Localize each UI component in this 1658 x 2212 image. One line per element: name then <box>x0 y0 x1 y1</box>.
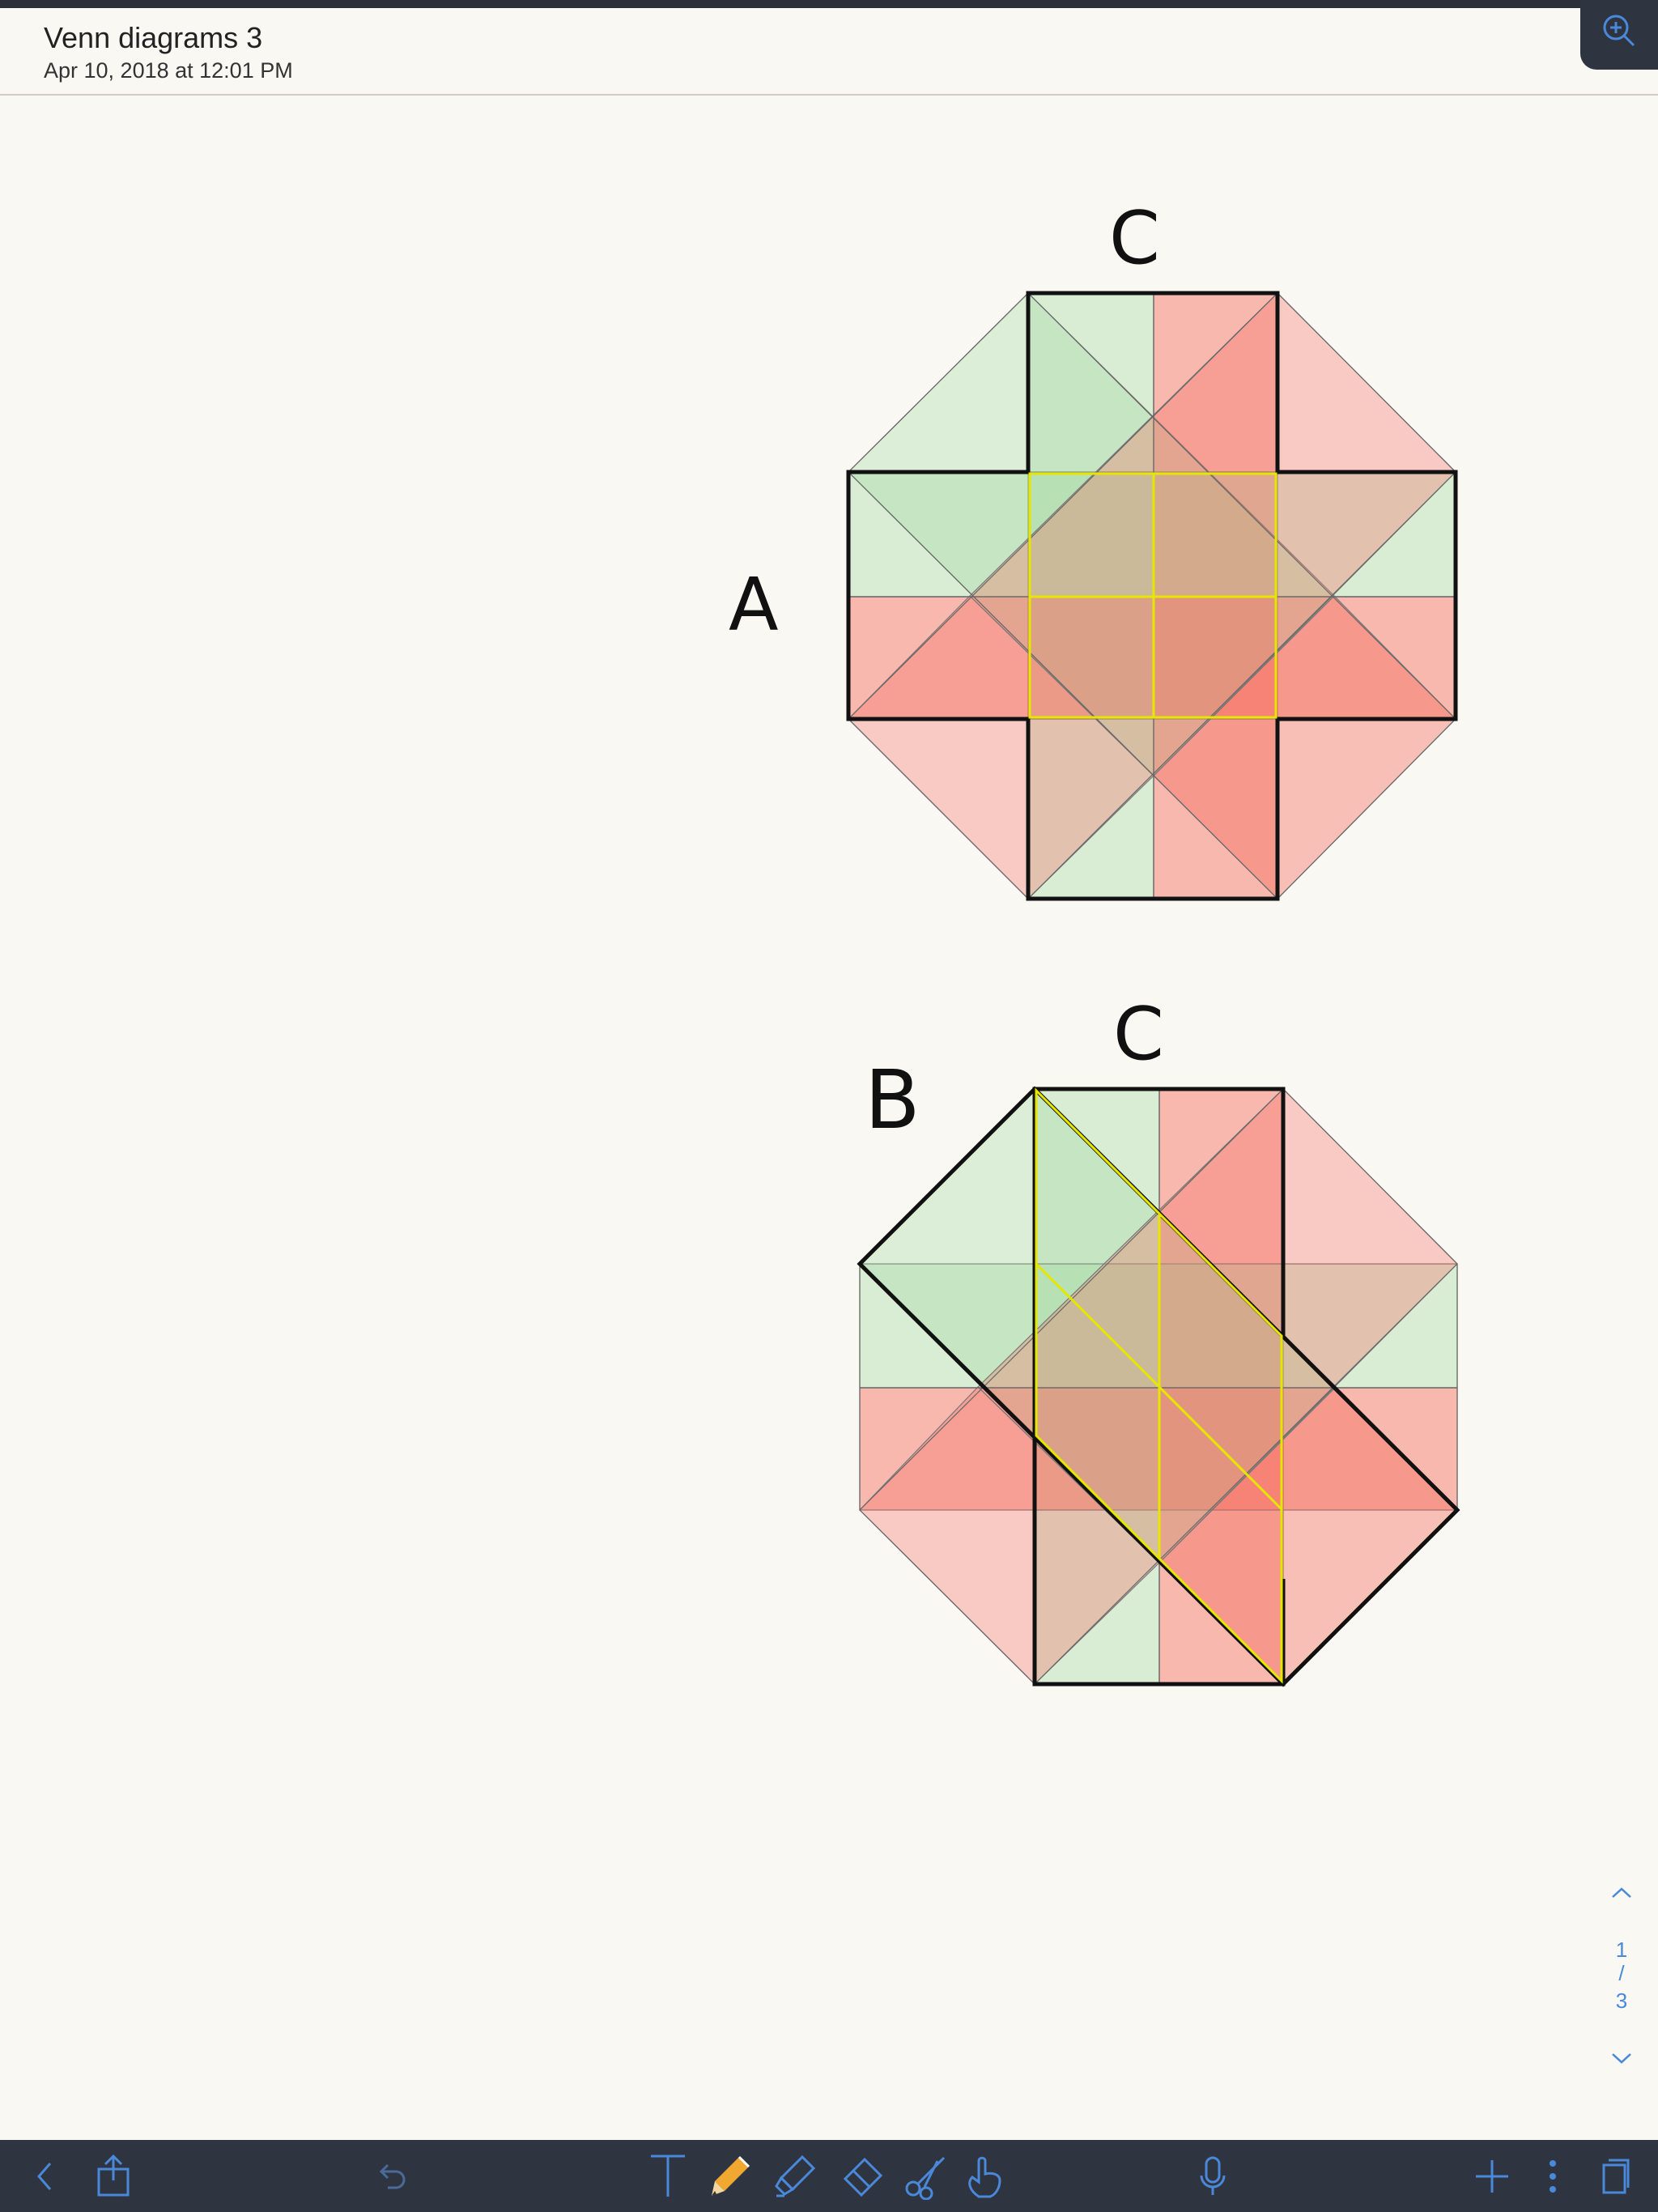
note-header: Venn diagrams 3 Apr 10, 2018 at 12:01 PM <box>0 8 1658 96</box>
drawing-canvas[interactable]: C A <box>0 96 1658 2136</box>
microphone-icon <box>1200 2156 1225 2195</box>
scissors-tool-button[interactable] <box>899 2140 951 2212</box>
top-status-strip <box>0 0 1658 8</box>
text-tool-button[interactable] <box>644 2140 692 2212</box>
more-icon <box>1549 2159 1556 2193</box>
back-icon <box>37 2162 52 2190</box>
page-navigator: 1 / 3 <box>1585 1870 1658 2081</box>
share-icon <box>97 2154 130 2196</box>
venn-diagram-2: C B <box>857 992 1460 1687</box>
undo-button[interactable] <box>368 2140 413 2212</box>
hand-icon <box>967 2156 1001 2197</box>
microphone-button[interactable] <box>1190 2140 1235 2212</box>
highlight-center-1 <box>1028 472 1278 719</box>
page-total: 3 <box>1615 1989 1628 2013</box>
label-b: B <box>865 1053 920 1147</box>
zoom-button[interactable] <box>1580 0 1658 70</box>
set-outline-2 <box>857 1086 1460 1687</box>
eraser-tool-button[interactable] <box>834 2140 886 2212</box>
highlight-center-2 <box>1035 1087 1283 1684</box>
pages-icon <box>1602 2159 1630 2193</box>
back-button[interactable] <box>24 2140 65 2212</box>
more-button[interactable] <box>1534 2140 1571 2212</box>
highlighter-icon <box>774 2155 815 2197</box>
venn-diagram-1: C A <box>729 196 1458 901</box>
highlighter-tool-button[interactable] <box>769 2140 822 2212</box>
label-c-top: C <box>1109 196 1160 281</box>
scissors-icon <box>905 2156 945 2200</box>
note-title[interactable]: Venn diagrams 3 <box>44 21 263 54</box>
text-tool-icon <box>651 2155 685 2197</box>
label-a: A <box>729 563 779 648</box>
hand-tool-button[interactable] <box>959 2140 1012 2212</box>
zoom-in-icon <box>1603 15 1635 47</box>
set-outline-cross-1 <box>846 291 1458 901</box>
page-down-icon[interactable] <box>1609 2050 1634 2066</box>
page-up-icon[interactable] <box>1609 1885 1634 1901</box>
label-c-bottom: C <box>1113 992 1164 1077</box>
pages-button[interactable] <box>1591 2140 1639 2212</box>
page-separator: / <box>1618 1961 1625 1985</box>
share-button[interactable] <box>89 2140 138 2212</box>
note-timestamp: Apr 10, 2018 at 12:01 PM <box>44 58 293 83</box>
page-current: 1 <box>1615 1938 1628 1962</box>
add-button[interactable] <box>1469 2140 1514 2212</box>
pencil-tool-button[interactable] <box>704 2140 757 2212</box>
add-icon <box>1475 2159 1508 2193</box>
undo-icon <box>379 2163 405 2189</box>
pencil-icon <box>711 2155 750 2196</box>
bottom-toolbar <box>0 2140 1658 2212</box>
eraser-icon <box>843 2157 882 2197</box>
